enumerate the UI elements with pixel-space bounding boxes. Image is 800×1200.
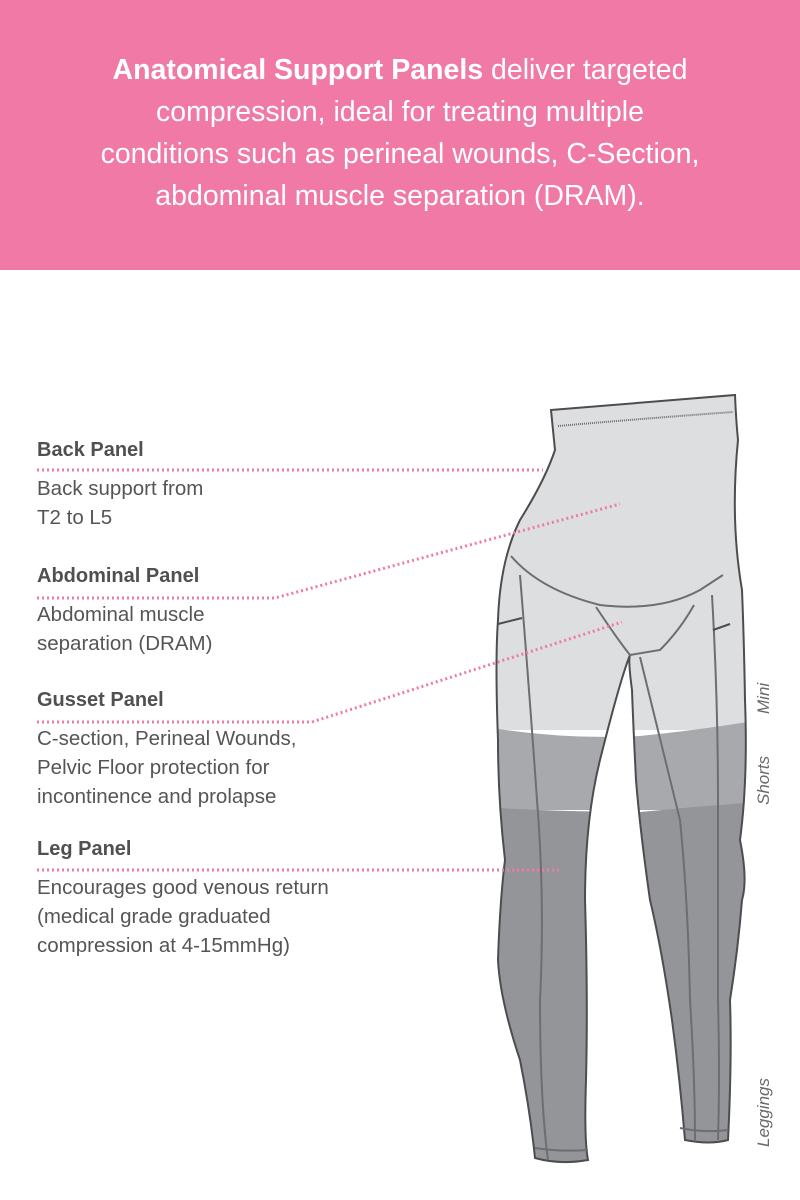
length-label-mini: Mini	[754, 682, 773, 714]
header-banner: Anatomical Support Panels deliver target…	[0, 0, 800, 270]
abdominal-seam	[510, 555, 724, 608]
leg-panel-desc: Encourages good venous return (medical g…	[37, 876, 329, 957]
abdominal-panel-desc: Abdominal muscle separation (DRAM)	[37, 603, 213, 655]
back-panel-title: Back Panel	[37, 439, 144, 461]
abdominal-panel-label: Abdominal Panel Abdominal muscle separat…	[37, 564, 212, 658]
back-panel-label: Back Panel Back support from T2 to L5	[37, 438, 203, 532]
abdominal-panel-leader	[37, 502, 621, 600]
waistband-seam	[557, 411, 734, 427]
length-label-shorts: Shorts	[754, 755, 773, 805]
banner-bold-title: Anatomical Support Panels	[112, 54, 484, 86]
leg-panel-title: Leg Panel	[37, 838, 132, 860]
right-leg-seam	[711, 594, 720, 1141]
inner-leg-seam	[639, 656, 696, 1141]
banner-body: deliver targeted compression, ideal for …	[100, 54, 700, 212]
length-label-leggings: Leggings	[754, 1077, 773, 1147]
banner-text: Anatomical Support Panels deliver target…	[90, 49, 710, 217]
abdominal-panel-title: Abdominal Panel	[37, 565, 200, 587]
gusset-panel-desc: C-section, Perineal Wounds, Pelvic Floor…	[37, 727, 297, 808]
leg-panel-label: Leg Panel Encourages good venous return …	[37, 837, 329, 960]
gusset-panel-title: Gusset Panel	[37, 689, 164, 711]
gusset-panel-leader	[37, 620, 623, 724]
gusset-panel-label: Gusset Panel C-section, Perineal Wounds,…	[37, 688, 296, 811]
back-panel-desc: Back support from T2 to L5	[37, 477, 204, 529]
left-leg-seam	[519, 574, 549, 1161]
leader-lines	[37, 468, 623, 872]
